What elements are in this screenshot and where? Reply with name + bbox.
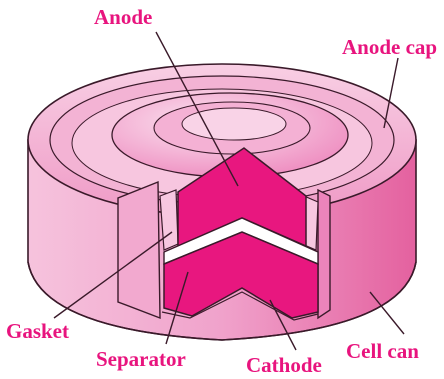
- label-cell-can: Cell can: [346, 339, 419, 363]
- label-cathode: Cathode: [246, 353, 322, 377]
- label-anode: Anode: [94, 5, 152, 29]
- label-gasket: Gasket: [6, 319, 69, 343]
- label-separator: Separator: [96, 347, 186, 371]
- label-anode-cap: Anode cap: [342, 35, 437, 59]
